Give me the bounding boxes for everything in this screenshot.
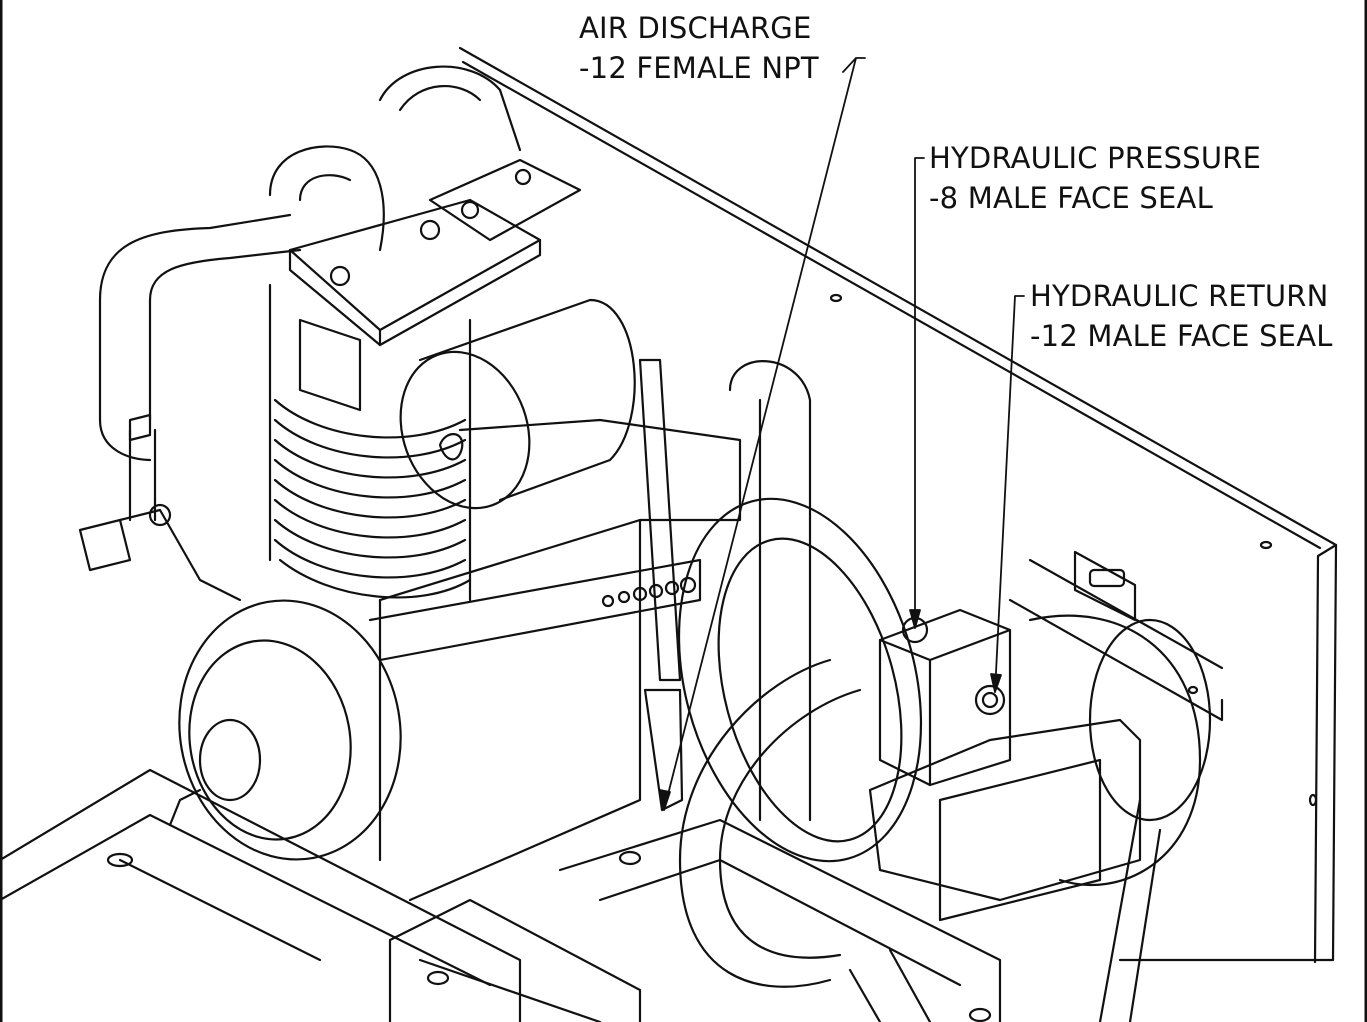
air-piping-left [78, 213, 302, 602]
hydraulic-pressure-spec: -8 MALE FACE SEAL [929, 181, 1213, 215]
air-discharge-leader [663, 57, 866, 811]
crankcase [368, 418, 742, 902]
hydraulic-valve-block [868, 608, 1142, 922]
air-discharge-spec: -12 FEMALE NPT [579, 51, 819, 85]
air-filter-canister [399, 298, 636, 510]
hydraulic-pressure-label: HYDRAULIC PRESSURE [929, 141, 1262, 175]
air-discharge-arrow [659, 789, 671, 811]
hydraulic-return-spec: -12 MALE FACE SEAL [1030, 319, 1333, 353]
flywheel-guard [168, 599, 402, 861]
air-discharge-pipe [638, 358, 812, 822]
hydraulic-hoses [678, 658, 1162, 1022]
compressor-head [268, 65, 582, 347]
air-discharge-callout: AIR DISCHARGE -12 FEMALE NPT [579, 8, 819, 88]
mounting-bracket [1073, 550, 1137, 622]
hydraulic-return-label: HYDRAULIC RETURN [1030, 279, 1329, 313]
rear-panel-housing [458, 46, 1338, 964]
hydraulic-motor-fan [677, 497, 1212, 887]
hydraulic-return-callout: HYDRAULIC RETURN -12 MALE FACE SEAL [1030, 276, 1333, 356]
leader-lines [659, 57, 1025, 811]
hydraulic-return-leader [994, 295, 1025, 693]
hydraulic-pressure-arrow [909, 609, 921, 629]
air-discharge-label: AIR DISCHARGE [579, 11, 812, 45]
hydraulic-pressure-leader [914, 157, 925, 629]
cylinder-fins [268, 283, 472, 602]
base-frame [0, 768, 1002, 1022]
hydraulic-return-arrow [990, 673, 1002, 693]
hydraulic-pressure-callout: HYDRAULIC PRESSURE -8 MALE FACE SEAL [929, 138, 1261, 218]
